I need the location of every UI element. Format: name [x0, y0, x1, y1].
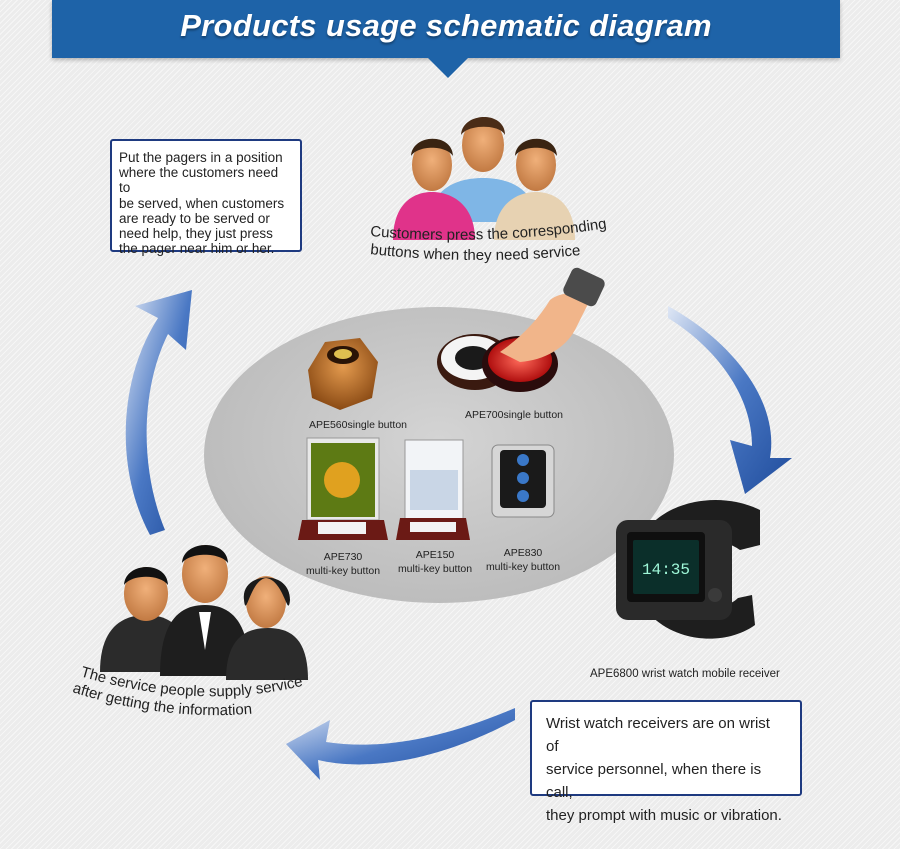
ape560-label: APE560single button	[298, 418, 418, 432]
wrist-watch-icon: 14:35	[616, 500, 760, 639]
customers-group-icon	[393, 117, 575, 240]
receiver-label: APE6800 wrist watch mobile receiver	[590, 668, 780, 680]
ape150-model: APE150	[390, 548, 480, 562]
ape830-model: APE830	[478, 546, 568, 560]
ape730-icon	[298, 438, 388, 540]
ape830-type: multi-key button	[478, 560, 568, 574]
ape730-type: multi-key button	[298, 564, 388, 578]
arrow-bottom-left	[286, 708, 515, 780]
ape150-type: multi-key button	[390, 562, 480, 576]
arrow-left-up	[126, 290, 192, 535]
arrow-right-down	[668, 306, 792, 494]
service-staff-group-icon	[100, 545, 308, 680]
ape730-model: APE730	[298, 550, 388, 564]
ape150-label: APE150 multi-key button	[390, 548, 480, 576]
ape830-label: APE830 multi-key button	[478, 546, 568, 574]
ape730-label: APE730 multi-key button	[298, 550, 388, 578]
ape560-button-icon	[308, 338, 378, 410]
ape700-label: APE700single button	[444, 408, 584, 422]
ape830-icon	[492, 445, 554, 517]
customers-label-line2: buttons when they need service	[370, 241, 581, 264]
ape150-icon	[396, 440, 470, 540]
watch-time: 14:35	[642, 561, 690, 579]
hand-pointer-icon	[500, 266, 607, 362]
